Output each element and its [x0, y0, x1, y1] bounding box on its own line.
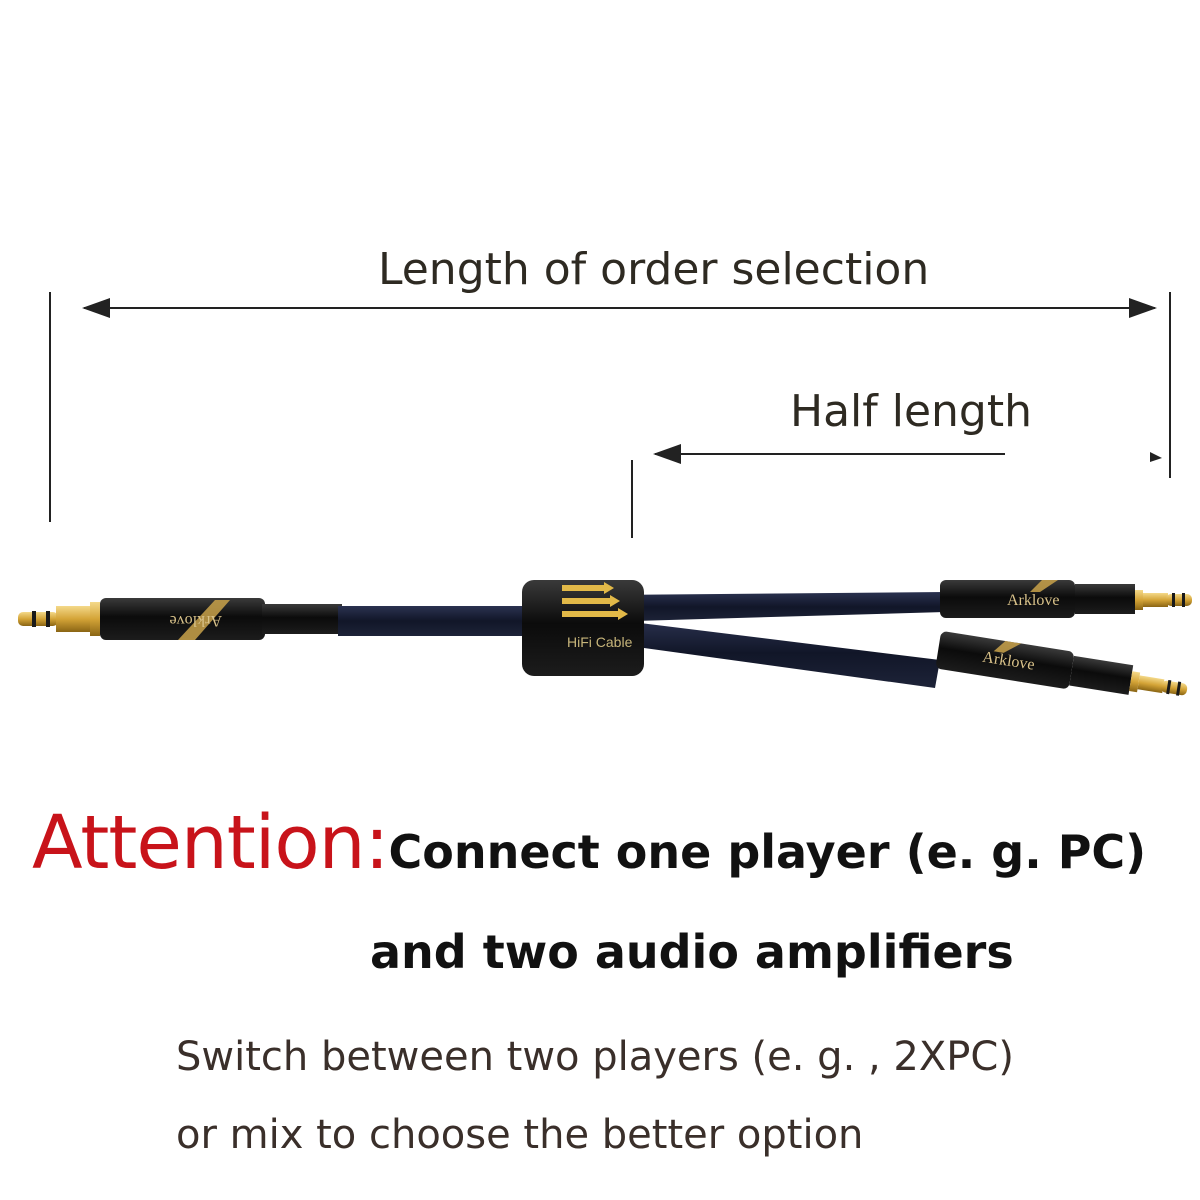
upper-branch-cable — [600, 592, 945, 622]
main-cable — [338, 606, 538, 636]
note-line-2: or mix to choose the better option — [176, 1112, 864, 1158]
splitter-label: HiFi Cable — [567, 634, 633, 650]
attention-line: Attention:Connect one player (e. g. PC) — [32, 800, 1146, 886]
left-plug-brand: Arklove — [170, 612, 222, 629]
left-plug — [18, 598, 342, 640]
half-length-label: Half length — [790, 386, 1032, 437]
attention-line-2: and two audio amplifiers — [370, 925, 1014, 979]
note-line-1: Switch between two players (e. g. , 2XPC… — [176, 1034, 1014, 1080]
full-length-label: Length of order selection — [378, 244, 930, 295]
lower-branch-cable — [600, 618, 940, 688]
lower-right-plug: Arklove — [936, 631, 1188, 696]
splitter-body — [522, 580, 644, 676]
attention-label: Attention: — [32, 800, 389, 886]
upper-right-plug-brand: Arklove — [1007, 592, 1059, 609]
half-length-arrow-tip — [1150, 452, 1162, 462]
upper-right-plug — [940, 580, 1192, 618]
attention-line-1: Connect one player (e. g. PC) — [388, 825, 1147, 879]
